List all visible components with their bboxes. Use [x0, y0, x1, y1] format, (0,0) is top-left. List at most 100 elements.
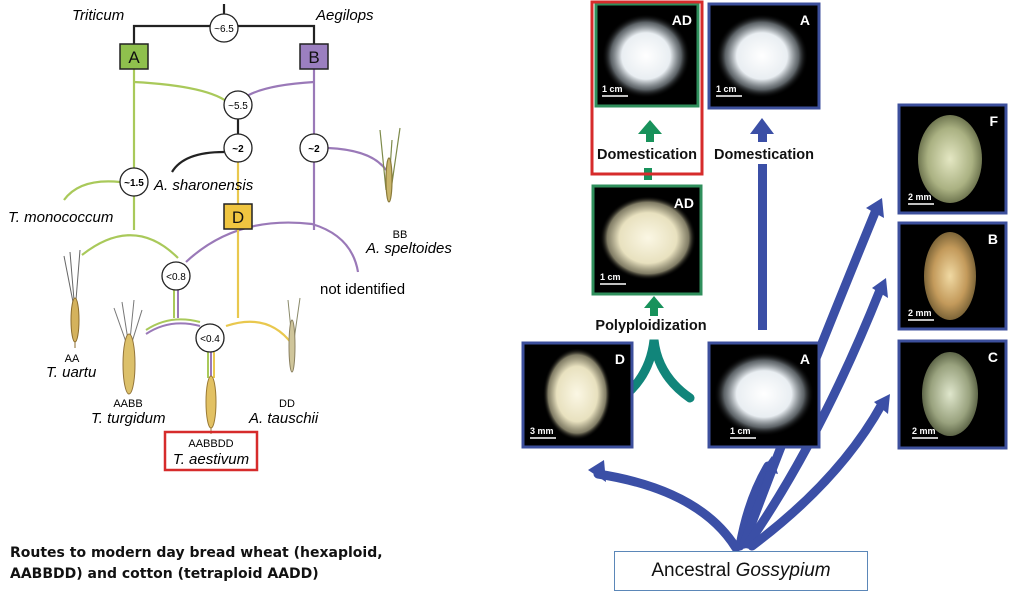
arrow-heads	[588, 198, 890, 482]
right-b-label: B	[988, 231, 998, 247]
label-speltoides-genome: BB	[393, 229, 408, 241]
turgidum-arc-b	[145, 322, 201, 335]
node-2a	[223, 133, 253, 163]
poly-arrow-shaft	[650, 306, 658, 316]
aestivum-ear-image	[205, 375, 217, 434]
not-identified-arc	[185, 221, 360, 273]
top-ad-fiber-image	[602, 14, 690, 98]
label-domestication-left: Domestication	[597, 147, 697, 163]
top-ad-scale: 1 cm	[602, 84, 623, 94]
polyploidization-merge-arrow	[617, 339, 695, 403]
genus-aegilops: Aegilops	[315, 7, 374, 24]
monococcum-branch	[63, 180, 121, 201]
tauschii-ear-image	[287, 297, 301, 373]
ancestral-genus: Gossypium	[735, 560, 831, 581]
node-08-label: <0.8	[166, 272, 186, 283]
ancestral-prefix: Ancestral	[651, 560, 731, 581]
bottom-a-fiber-image	[714, 352, 814, 436]
dom-arrow-shaft-left-top	[646, 130, 654, 142]
right-c-label: C	[988, 349, 998, 365]
poly-arrow-head	[644, 296, 664, 308]
bottom-a-label: A	[800, 351, 810, 367]
node-2a-label: ~2	[232, 144, 244, 155]
turgidum-ear-image	[113, 299, 143, 395]
genome-a-box	[119, 43, 149, 70]
arrow-to-b-head	[872, 278, 888, 298]
top-a-fiber-image	[716, 14, 808, 98]
node-15	[119, 167, 149, 197]
label-sharonensis: A. sharonensis	[153, 177, 254, 194]
figure-caption: Routes to modern day bread wheat (hexapl…	[10, 545, 383, 582]
ancestral-gossypium-box: Ancestral Gossypium	[614, 551, 868, 591]
tauschii-arc	[225, 320, 293, 345]
uartu-turgidum-arc	[81, 234, 179, 259]
right-b-scale: 2 mm	[908, 308, 932, 318]
dom-arrow-shaft-right	[758, 164, 767, 330]
right-f-scale: 2 mm	[908, 192, 932, 202]
right-f-seed-image	[918, 115, 982, 203]
label-not-identified: not identified	[320, 281, 405, 298]
dom-arrow-head-left	[638, 120, 662, 134]
node-04	[195, 323, 225, 353]
label-uartu: T. uartu	[46, 364, 97, 381]
node-55	[223, 90, 253, 120]
arrow-to-a	[735, 461, 773, 551]
bottom-d-label: D	[615, 351, 625, 367]
sharonensis-branch	[171, 150, 225, 173]
label-aestivum: T. aestivum	[173, 451, 249, 468]
node-root	[209, 13, 239, 43]
wheat-tree: A B D ~6.5 ~5.5 ~2 ~2 ~1.5 <0.8 <0.4	[8, 4, 452, 472]
right-c-scale: 2 mm	[912, 426, 936, 436]
bottom-d-fiber-image	[543, 348, 611, 440]
bottom-a-scale: 1 cm	[730, 426, 751, 436]
genome-d-label: D	[232, 208, 244, 227]
label-polyploidization: Polyploidization	[595, 318, 706, 334]
dom-arrow-shaft-right-top	[758, 130, 767, 142]
speltoides-ear-image	[379, 127, 401, 203]
top-ad-highlight-box	[590, 0, 704, 176]
label-speltoides: A. speltoides	[365, 240, 452, 257]
bottom-d-scale: 3 mm	[530, 426, 554, 436]
mid-ad-label: AD	[674, 195, 694, 211]
label-tauschii-genome: DD	[279, 398, 295, 410]
genome-d-box	[223, 203, 253, 230]
top-a-label: A	[800, 12, 810, 28]
label-monococcum: T. monococcum	[8, 209, 113, 226]
top-a-scale: 1 cm	[716, 84, 737, 94]
arrow-to-d	[593, 469, 741, 553]
turgidum-arc	[145, 318, 201, 331]
genome-a-label: A	[128, 48, 140, 67]
arrow-to-a-head	[762, 456, 778, 474]
a-to-55-branch	[133, 80, 231, 105]
arrow-to-c-head	[874, 394, 890, 414]
top-ad-label: AD	[672, 12, 692, 28]
genome-b-label: B	[308, 48, 319, 67]
dom-arrow-head-right	[750, 118, 774, 134]
arrow-to-c	[747, 399, 887, 551]
right-b-seed-image	[924, 232, 976, 320]
uartu-ear-image	[63, 249, 81, 348]
node-08	[161, 261, 191, 291]
arrow-to-f-head	[866, 198, 884, 218]
mid-ad-scale: 1 cm	[600, 272, 621, 282]
cotton-diagram: AD 1 cm A 1 cm Domestication Domesticati…	[521, 0, 1008, 553]
genus-triticum: Triticum	[72, 7, 124, 24]
label-turgidum-genome: AABB	[113, 398, 142, 410]
node-root-label: ~6.5	[214, 24, 234, 35]
node-2b	[299, 133, 329, 163]
genome-b-box	[299, 43, 329, 70]
label-uartu-genome: AA	[65, 353, 80, 365]
label-aestivum-genome: AABBDD	[188, 438, 233, 450]
node-2b-label: ~2	[308, 144, 320, 155]
arrow-to-d-head	[588, 460, 606, 482]
node-55-label: ~5.5	[228, 101, 248, 112]
node-15-label: ~1.5	[124, 178, 144, 189]
label-turgidum: T. turgidum	[91, 410, 165, 427]
right-f-label: F	[989, 113, 998, 129]
label-domestication-right: Domestication	[714, 147, 814, 163]
label-tauschii: A. tauschii	[248, 410, 319, 427]
mid-ad-fiber-image	[600, 196, 696, 280]
speltoides-branch	[327, 146, 387, 171]
right-c-seed-image	[922, 352, 978, 436]
